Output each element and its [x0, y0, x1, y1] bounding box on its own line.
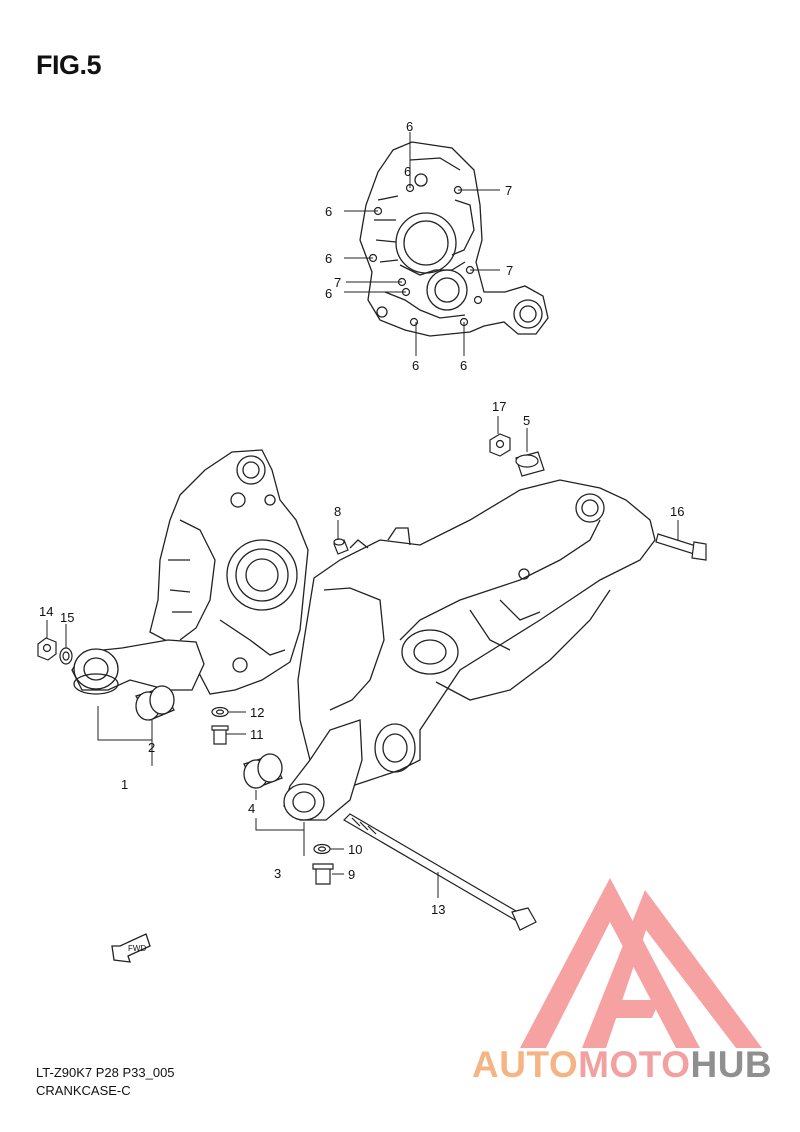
callout-6-upper: 6	[404, 164, 411, 179]
watermark-moto: MOTO	[578, 1044, 691, 1085]
engine-mount-bracket	[71, 639, 205, 695]
callout-6-left-1: 6	[325, 204, 332, 219]
washer-12	[211, 706, 229, 718]
callout-6-left-2: 6	[325, 251, 332, 266]
crankcase-cover-top	[359, 141, 549, 337]
figure-code: LT-Z90K7 P28 P33_005	[36, 1065, 175, 1080]
callout-10: 10	[348, 842, 362, 857]
callout-17: 17	[492, 399, 506, 414]
bolt-11	[211, 725, 229, 745]
cover-bolt-holes	[368, 183, 483, 327]
callout-11: 11	[250, 727, 264, 742]
bolt-16	[655, 533, 707, 561]
callout-5: 5	[523, 413, 530, 428]
fwd-arrow-icon: FWD	[111, 933, 151, 963]
mount-bushing-2	[135, 685, 175, 721]
callout-6-bottom-2: 6	[460, 358, 467, 373]
figure-title: FIG.5	[36, 50, 102, 80]
callout-2: 2	[148, 740, 155, 755]
callout-9: 9	[348, 867, 355, 882]
crankcase-left-half	[149, 449, 309, 695]
callout-6-top: 6	[406, 119, 413, 134]
watermark-hub: HUB	[690, 1044, 773, 1085]
callout-labels: 6 6 7 6 6 7 7 6 6 6 17 5 8 16 14 15 12 1…	[39, 119, 684, 917]
callout-7-right: 7	[506, 263, 513, 278]
callout-8: 8	[334, 504, 341, 519]
mount-bushing-4	[243, 753, 283, 789]
washer-15	[59, 647, 73, 665]
callout-3: 3	[274, 866, 281, 881]
figure-name: CRANKCASE-C	[36, 1083, 131, 1098]
callout-4: 4	[248, 801, 255, 816]
dowel-8	[333, 538, 349, 555]
callout-6-left-3: 6	[325, 286, 332, 301]
callout-15: 15	[60, 610, 74, 625]
callout-14: 14	[39, 604, 53, 619]
nut-14	[37, 637, 57, 661]
figure-caption: LT-Z90K7 P28 P33_005 CRANKCASE-C	[36, 1064, 175, 1100]
callout-1: 1	[121, 777, 128, 792]
watermark-logo	[520, 878, 762, 1048]
callout-12: 12	[250, 705, 264, 720]
nut-17	[489, 433, 511, 457]
washer-10	[313, 843, 331, 855]
engine-mount-bracket-right	[283, 719, 363, 821]
bushing-5	[515, 451, 545, 477]
long-bolt-13	[343, 813, 537, 931]
leader-lines	[46, 132, 679, 898]
fwd-label: FWD	[128, 944, 146, 953]
bolt-9	[312, 863, 334, 885]
watermark-text: AUTOMOTOHUB	[472, 1044, 772, 1086]
callout-7-upper: 7	[505, 183, 512, 198]
watermark-auto: AUTO	[472, 1044, 579, 1085]
callout-16: 16	[670, 504, 684, 519]
callout-6-bottom-1: 6	[412, 358, 419, 373]
callout-7-left: 7	[334, 275, 341, 290]
callout-13: 13	[431, 902, 445, 917]
